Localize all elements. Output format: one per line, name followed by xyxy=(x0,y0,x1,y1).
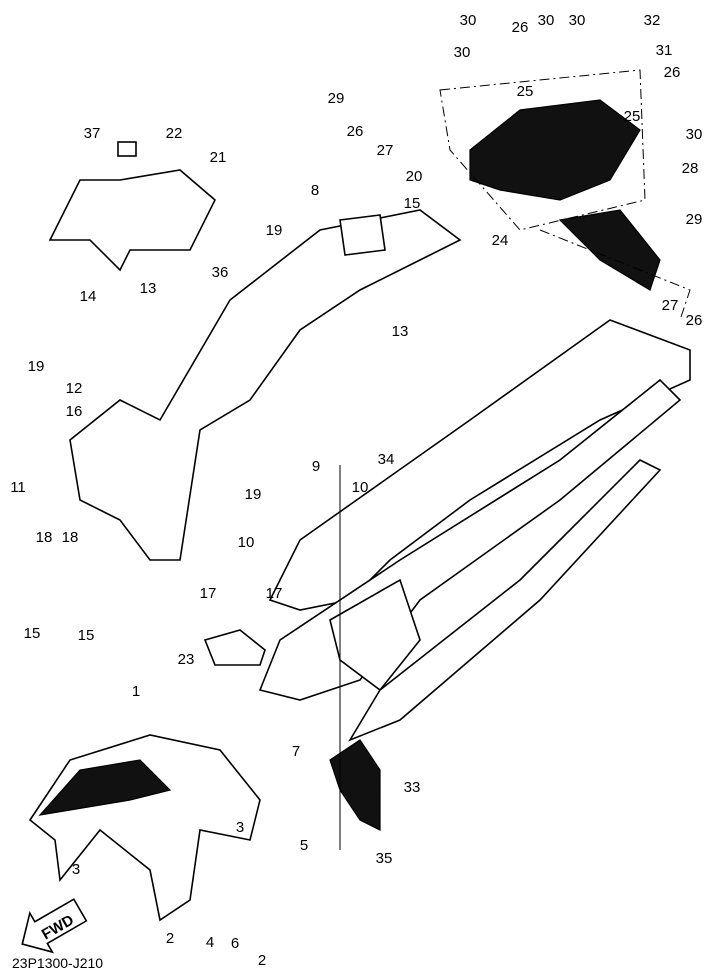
callout-1: 1 xyxy=(132,683,140,700)
callout-30: 30 xyxy=(454,44,471,61)
callout-27: 27 xyxy=(377,142,394,159)
callout-25: 25 xyxy=(624,108,641,125)
callout-17: 17 xyxy=(266,585,283,602)
callout-31: 31 xyxy=(656,42,673,59)
callout-29: 29 xyxy=(328,90,345,107)
callout-37: 37 xyxy=(84,125,101,142)
callout-10: 10 xyxy=(352,479,369,496)
callout-2: 2 xyxy=(166,930,174,947)
callout-13: 13 xyxy=(140,280,157,297)
callout-30: 30 xyxy=(686,126,703,143)
callout-27: 27 xyxy=(662,297,679,314)
callout-12: 12 xyxy=(66,380,83,397)
callout-4: 4 xyxy=(206,934,214,951)
callout-28: 28 xyxy=(682,160,699,177)
callout-15: 15 xyxy=(24,625,41,642)
callout-14: 14 xyxy=(80,288,97,305)
callout-34: 34 xyxy=(378,451,395,468)
inner-mudguard xyxy=(69,209,462,561)
callout-5: 5 xyxy=(300,837,308,854)
callout-18: 18 xyxy=(36,529,53,546)
callout-3: 3 xyxy=(72,861,80,878)
callout-7: 7 xyxy=(292,743,300,760)
callout-8: 8 xyxy=(311,182,319,199)
callout-21: 21 xyxy=(210,149,227,166)
callout-33: 33 xyxy=(404,779,421,796)
callout-26: 26 xyxy=(664,64,681,81)
callout-17: 17 xyxy=(200,585,217,602)
callout-13: 13 xyxy=(392,323,409,340)
callout-19: 19 xyxy=(266,222,283,239)
bracket-21 xyxy=(48,169,216,272)
callout-15: 15 xyxy=(78,627,95,644)
tail-cover xyxy=(439,69,691,321)
callout-9: 9 xyxy=(312,458,320,475)
callout-23: 23 xyxy=(178,651,195,668)
callout-16: 16 xyxy=(66,403,83,420)
callout-30: 30 xyxy=(538,12,555,29)
callout-26: 26 xyxy=(686,312,703,329)
callout-26: 26 xyxy=(512,19,529,36)
bracket-23 xyxy=(203,629,266,666)
callout-24: 24 xyxy=(492,232,509,249)
callout-26: 26 xyxy=(347,123,364,140)
callout-36: 36 xyxy=(212,264,229,281)
callout-29: 29 xyxy=(686,211,703,228)
callout-22: 22 xyxy=(166,125,183,142)
callout-19: 19 xyxy=(28,358,45,375)
fwd-arrow-icon: FWD xyxy=(21,898,88,954)
rear-frame xyxy=(258,319,691,742)
callout-19: 19 xyxy=(245,486,262,503)
callout-10: 10 xyxy=(238,534,255,551)
diagram-code: 23P1300-J210 xyxy=(12,955,103,971)
callout-15: 15 xyxy=(404,195,421,212)
callout-20: 20 xyxy=(406,168,423,185)
callout-2: 2 xyxy=(258,952,266,969)
front-fender xyxy=(28,734,261,922)
flap-33 xyxy=(329,739,381,831)
label-37 xyxy=(117,141,137,157)
callout-6: 6 xyxy=(231,935,239,952)
callout-3: 3 xyxy=(236,819,244,836)
callout-18: 18 xyxy=(62,529,79,546)
callout-30: 30 xyxy=(460,12,477,29)
callout-30: 30 xyxy=(569,12,586,29)
callout-11: 11 xyxy=(10,479,26,496)
callout-25: 25 xyxy=(517,83,534,100)
callout-35: 35 xyxy=(376,850,393,867)
callout-32: 32 xyxy=(644,12,661,29)
